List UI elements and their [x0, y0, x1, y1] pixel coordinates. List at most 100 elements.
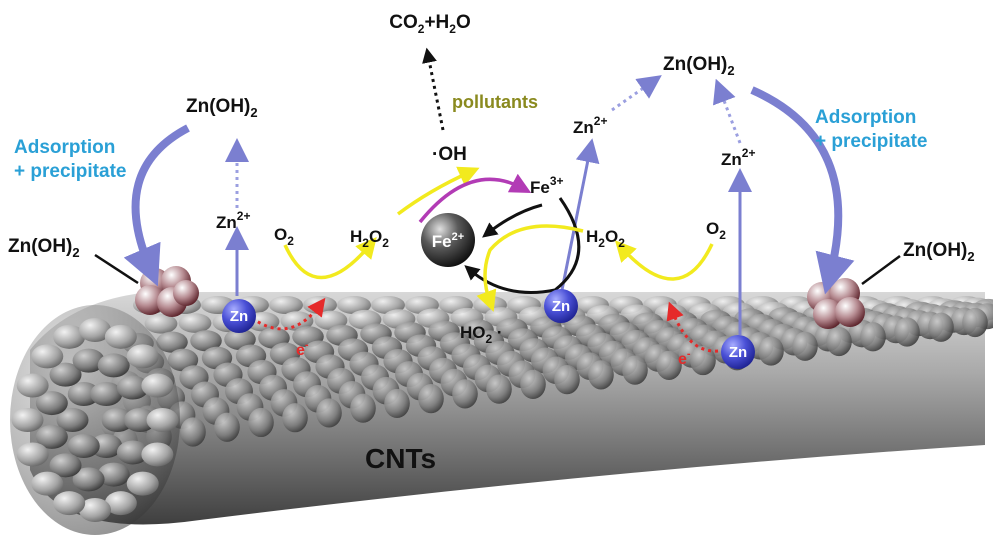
- arc-o2-to-h2o2-right: [614, 240, 714, 281]
- o2-left-label: O2: [274, 225, 294, 248]
- tube-end-cell: [104, 491, 137, 516]
- o2-right-label: O2: [706, 219, 726, 242]
- tube-cell: [180, 417, 206, 447]
- znoh2-left-side-label: Zn(OH)2: [8, 236, 80, 260]
- tube-cell: [656, 350, 682, 380]
- arc-h2o2-to-ho2: [476, 224, 584, 312]
- tube-end-cell: [16, 373, 49, 398]
- tube-cell: [144, 313, 178, 334]
- tube-cell: [418, 384, 444, 414]
- electron-arrow-left: [251, 297, 326, 331]
- arrow-fe3-to-fe2: [482, 203, 543, 238]
- zn-particle-center: Zn: [544, 289, 578, 323]
- ho2-radical-label: HO2 ·: [460, 323, 503, 346]
- tube-end-cell: [35, 391, 68, 416]
- h2o2-left-label: H2O2: [350, 227, 389, 250]
- tube-end-cell: [90, 433, 123, 458]
- tube-cell: [860, 322, 886, 352]
- tube-cell: [190, 330, 222, 352]
- adsorption-left-line2: + precipitate: [14, 161, 126, 182]
- zn-label-right: Zn: [729, 344, 747, 361]
- tube-end-cell: [31, 471, 64, 496]
- zn2-center-label: Zn2+: [573, 114, 607, 137]
- tube-cell: [337, 296, 371, 314]
- fe3-label: Fe3+: [530, 174, 564, 197]
- tube-end-cell: [101, 408, 134, 432]
- leader-line-right: [861, 254, 901, 286]
- fe2-ion: [421, 213, 475, 267]
- electron-arrow-right: [666, 301, 726, 353]
- oh-radical-label: ·OH: [432, 144, 467, 165]
- znoh2-cluster-right: [807, 278, 865, 329]
- tube-end-cell: [67, 382, 100, 407]
- tube-end-cell: [67, 433, 100, 458]
- arc-h2o2-to-oh: [396, 166, 480, 216]
- tube-cell: [350, 393, 376, 423]
- fe2-label: Fe2+: [432, 231, 464, 251]
- zn2-left-label: Zn2+: [216, 209, 250, 232]
- tube-cell: [178, 313, 212, 333]
- znoh2-right-top-label: Zn(OH)2: [663, 54, 735, 78]
- arrow-zn2-to-znoh2-center: [611, 75, 662, 112]
- tube-cell: [269, 296, 303, 314]
- tube-end-cell: [90, 382, 123, 407]
- arrow-zn-to-zn2-center: [560, 138, 600, 291]
- tube-cell: [486, 374, 512, 404]
- zn-label-left: Zn: [230, 308, 248, 325]
- pollutants-label: pollutants: [452, 92, 538, 112]
- tube-cell: [928, 312, 954, 342]
- zn2-right-label: Zn2+: [721, 146, 755, 169]
- tube-end-cell: [116, 375, 149, 400]
- tube-end-cell: [126, 344, 159, 369]
- tube-cell: [588, 360, 614, 390]
- tube-end-cell: [116, 440, 149, 465]
- adsorption-arrow-left: [123, 124, 190, 287]
- arc-o2-to-h2o2-left: [283, 236, 377, 280]
- tube-end-cell: [79, 318, 111, 342]
- tube-end-cell: [124, 408, 156, 432]
- tube-cell: [156, 331, 188, 353]
- adsorption-left-line1: Adsorption: [14, 137, 115, 158]
- adsorption-right-line1: Adsorption: [815, 107, 916, 128]
- tube-cell: [452, 379, 478, 409]
- zn-particle-right: Zn: [721, 335, 755, 369]
- tube-end-cell: [35, 424, 68, 449]
- tube-end-cell: [11, 408, 44, 432]
- tube-cell: [962, 307, 988, 338]
- adsorption-arrow-right: [750, 86, 855, 295]
- tube-cell: [384, 388, 410, 419]
- tube-end-cell: [72, 467, 105, 492]
- tube-end-cell: [146, 408, 179, 432]
- tube-cell: [894, 317, 920, 347]
- tube-end-cell: [49, 362, 82, 387]
- tube-cell: [214, 412, 240, 442]
- tube-cell: [792, 331, 818, 361]
- tube-end-cell: [141, 442, 174, 467]
- tube-cell: [622, 355, 648, 385]
- tube-end-cell: [56, 408, 89, 432]
- tube-end-cell: [97, 353, 130, 378]
- tube-cell: [280, 311, 314, 331]
- tube-end-cell: [72, 348, 105, 373]
- tube-cell: [316, 398, 342, 428]
- zn-label-center: Zn: [552, 298, 570, 315]
- znoh2-right-side-label: Zn(OH)2: [903, 240, 975, 264]
- tube-cell: [554, 365, 580, 395]
- arrow-fe2-to-fe3: [418, 173, 532, 224]
- h2o2-right-label: H2O2: [586, 227, 625, 250]
- tube-end-cell: [31, 344, 64, 369]
- co2-h2o-label: CO2+H2O: [389, 12, 470, 36]
- cnts-label: CNTs: [365, 443, 436, 474]
- tube-end-cell: [49, 453, 82, 478]
- tube-cell: [248, 407, 274, 438]
- tube-cell: [690, 345, 716, 376]
- tube-end-cell: [53, 324, 86, 349]
- tube-cell: [224, 328, 256, 350]
- adsorption-right-line2: + precipitate: [815, 131, 927, 152]
- arrow-zn2-to-znoh2-right: [713, 78, 742, 144]
- tube-cell: [826, 326, 852, 357]
- tube-end-cell: [141, 373, 174, 398]
- znoh2-left-top-label: Zn(OH)2: [186, 96, 258, 120]
